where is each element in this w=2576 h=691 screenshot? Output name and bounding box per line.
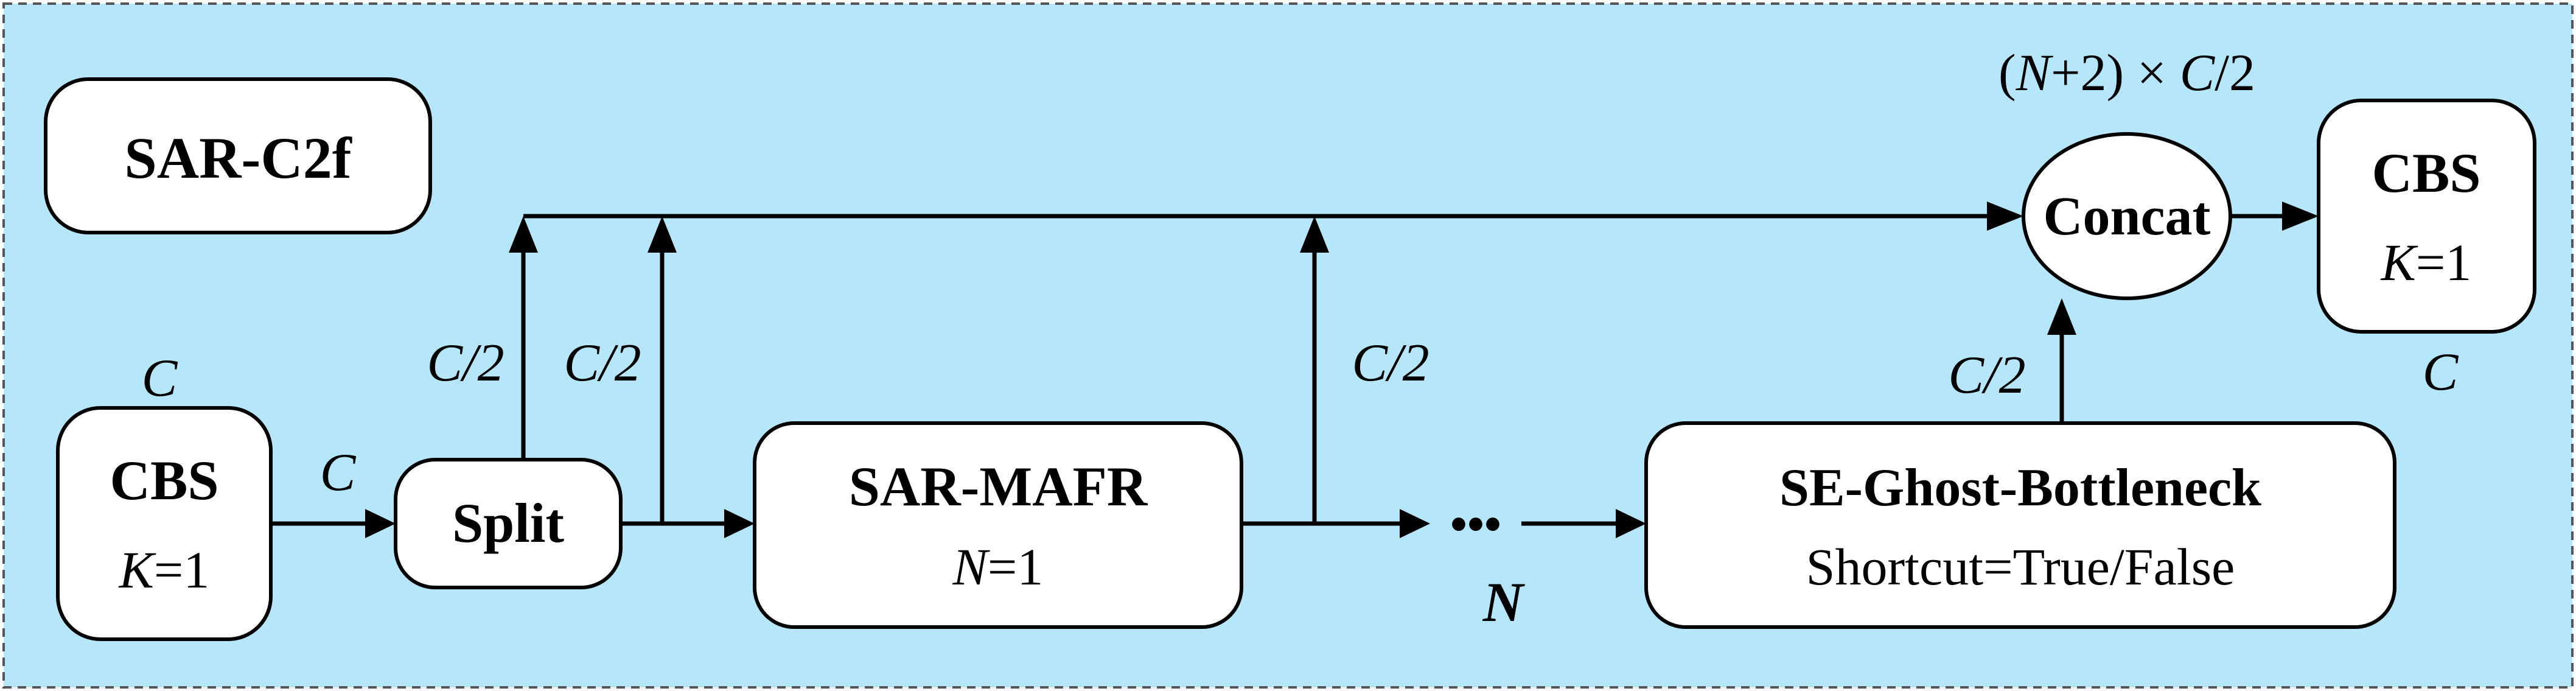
label-split-up-1: C/2 [427, 334, 504, 393]
arrowhead-up-1 [509, 216, 538, 253]
cbs-output-channel-label: C [2423, 343, 2459, 402]
cbs-input-param: K=1 [118, 541, 210, 599]
arrowhead-up-2 [647, 216, 677, 253]
arrowhead-mafr [724, 509, 755, 538]
concat-node: Concat [2022, 132, 2232, 300]
arrowhead-dots [1400, 509, 1430, 538]
cbs-input-channel-label: C [142, 349, 178, 408]
split-node: Split [394, 458, 623, 589]
sar-mafr-param: N=1 [952, 538, 1044, 596]
label-split-up-2: C/2 [564, 334, 641, 393]
repeat-ellipsis: ••• [1450, 498, 1501, 552]
label-mafr-up: C/2 [1352, 334, 1429, 393]
arrowhead-up-3 [1300, 216, 1329, 253]
label-repeat-n: N [1482, 571, 1526, 633]
label-cbs-to-split: C [320, 443, 357, 502]
concat-title: Concat [2044, 186, 2211, 247]
label-ghost-up: C/2 [1948, 346, 2025, 405]
se-ghost-title: SE-Ghost-Bottleneck [1779, 458, 2261, 517]
cbs-input-node: CBS K=1 [56, 406, 273, 641]
cbs-output-title: CBS [2372, 142, 2481, 204]
arrowhead-concat-left [1987, 202, 2023, 231]
sar-mafr-node: SAR-MAFR N=1 [753, 421, 1243, 629]
connectors [271, 214, 2294, 526]
sar-mafr-title: SAR-MAFR [849, 455, 1148, 517]
arrowhead-ghost [1616, 509, 1646, 538]
cbs-output-param: K=1 [2380, 233, 2472, 292]
arrowhead-cbs-out [2282, 202, 2319, 231]
se-ghost-bottleneck-node: SE-Ghost-Bottleneck Shortcut=True/False [1644, 421, 2396, 629]
split-title: Split [452, 492, 564, 554]
cbs-output-node: CBS K=1 [2317, 99, 2536, 334]
arrowheads [365, 202, 2319, 538]
arrowhead-concat-bottom [2047, 298, 2076, 335]
arrowhead-split [365, 509, 396, 538]
se-ghost-subtitle: Shortcut=True/False [1806, 538, 2235, 596]
concat-channel-label: (N+2) × C/2 [1998, 43, 2255, 102]
cbs-input-title: CBS [110, 449, 219, 511]
title-box [44, 77, 432, 234]
diagram-title: SAR-C2f [124, 125, 352, 191]
